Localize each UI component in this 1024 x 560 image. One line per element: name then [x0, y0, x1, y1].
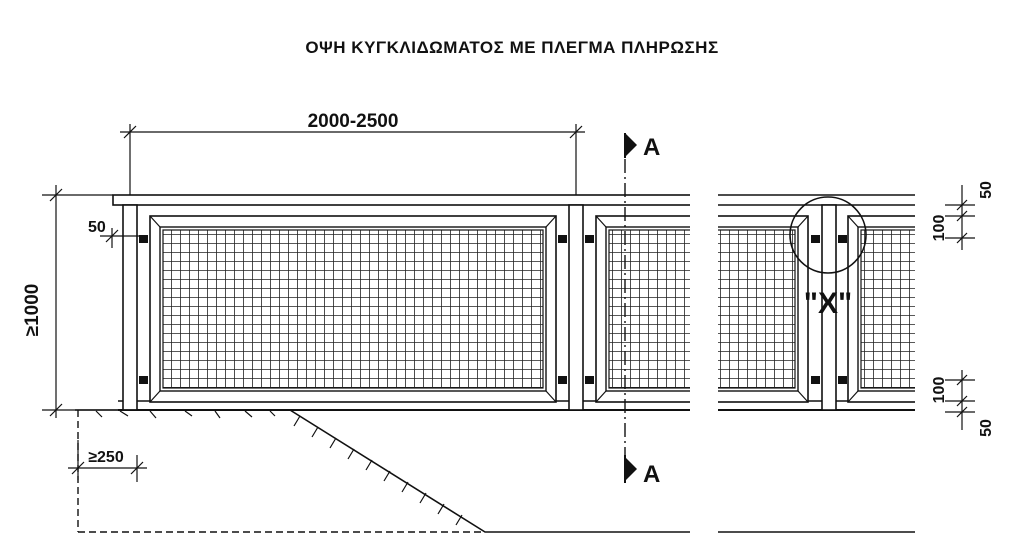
section-label-top: A	[643, 134, 660, 161]
dim-top-offset: 50	[88, 219, 106, 236]
section-label-bottom: A	[643, 461, 660, 488]
detail-label: "X"	[804, 287, 852, 320]
page-title: ΟΨΗ ΚΥΓΚΛΙΔΩΜΑΤΟΣ ΜΕ ΠΛΕΓΜΑ ΠΛΗΡΩΣΗΣ	[305, 38, 719, 57]
section-arrow	[625, 457, 637, 481]
post	[568, 204, 584, 411]
dim-ground-offset: ≥250	[88, 449, 124, 466]
dim-right-top-50: 50	[978, 181, 995, 199]
mesh-infill	[608, 229, 690, 389]
dim-right-bottom-50: 50	[978, 419, 995, 437]
dim-right-top-100: 100	[931, 215, 948, 242]
handrail	[112, 194, 690, 206]
dim-post-spacing: 2000-2500	[308, 111, 399, 132]
mesh-infill	[162, 229, 544, 389]
detail-x-circle	[789, 196, 867, 274]
dim-height: ≥1000	[22, 284, 43, 337]
section-arrow	[625, 133, 637, 157]
mesh-infill	[718, 229, 796, 389]
dim-right-bottom-100: 100	[931, 377, 948, 404]
post	[821, 204, 837, 411]
